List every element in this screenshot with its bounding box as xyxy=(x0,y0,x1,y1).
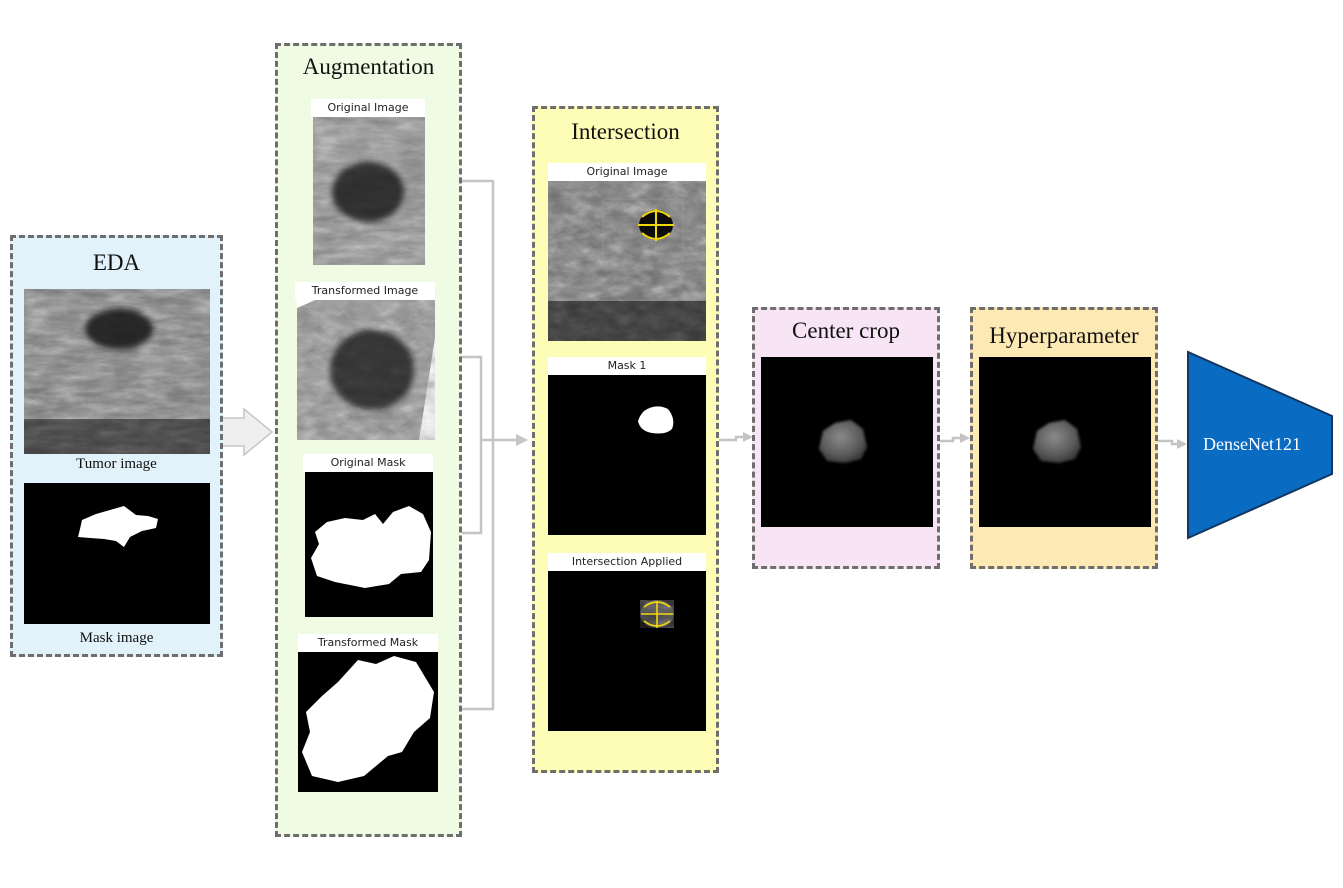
intersection-panel: Intersection Original Image Mask 1 Inter… xyxy=(532,106,719,773)
hyper-to-model-arrow xyxy=(1157,439,1178,446)
center-crop-panel: Center crop xyxy=(752,307,940,569)
augmentation-bracket xyxy=(461,179,516,711)
center-crop-title: Center crop xyxy=(792,318,900,343)
int-original-image xyxy=(548,181,706,341)
aug-original-mask xyxy=(305,472,433,617)
aug-transformed-mask-caption: Transformed Mask xyxy=(298,634,438,652)
mask-image xyxy=(24,483,210,624)
eda-panel: EDA Tumor image Mask image xyxy=(10,235,223,657)
tumor-image-caption: Tumor image xyxy=(76,456,157,472)
tumor-ultrasound-image xyxy=(24,289,210,454)
int-original-image-caption: Original Image xyxy=(548,163,706,181)
int-applied-caption: Intersection Applied xyxy=(548,553,706,571)
aug-original-image-caption: Original Image xyxy=(311,99,425,117)
int-applied-image xyxy=(548,571,706,731)
aug-original-image xyxy=(313,117,425,265)
densenet121-model-block xyxy=(1187,350,1333,540)
aug-transformed-mask xyxy=(298,652,438,792)
int-mask-1-image xyxy=(548,375,706,535)
eda-title: EDA xyxy=(92,250,141,275)
hyperparameter-panel: Hyperparameter xyxy=(970,307,1158,569)
bracket-arrowhead xyxy=(516,434,528,446)
center-crop-image xyxy=(761,357,933,527)
hyperparameter-image xyxy=(979,357,1151,527)
intersection-title: Intersection xyxy=(571,119,680,144)
crop-to-hyper-arrow xyxy=(939,436,961,443)
augmentation-title: Augmentation xyxy=(302,54,435,79)
int-mask-1-caption: Mask 1 xyxy=(548,357,706,375)
aug-transformed-image-caption: Transformed Image xyxy=(295,282,435,300)
densenet121-label: DenseNet121 xyxy=(1203,434,1301,454)
intersection-to-crop-arrow xyxy=(718,435,744,442)
mask-image-caption: Mask image xyxy=(79,630,154,646)
hyperparameter-title: Hyperparameter xyxy=(989,323,1139,348)
augmentation-panel: Augmentation Original Image Transformed … xyxy=(275,43,462,837)
aug-original-mask-caption: Original Mask xyxy=(303,454,433,472)
aug-transformed-image xyxy=(297,300,435,440)
eda-to-augmentation-arrow xyxy=(220,407,274,457)
